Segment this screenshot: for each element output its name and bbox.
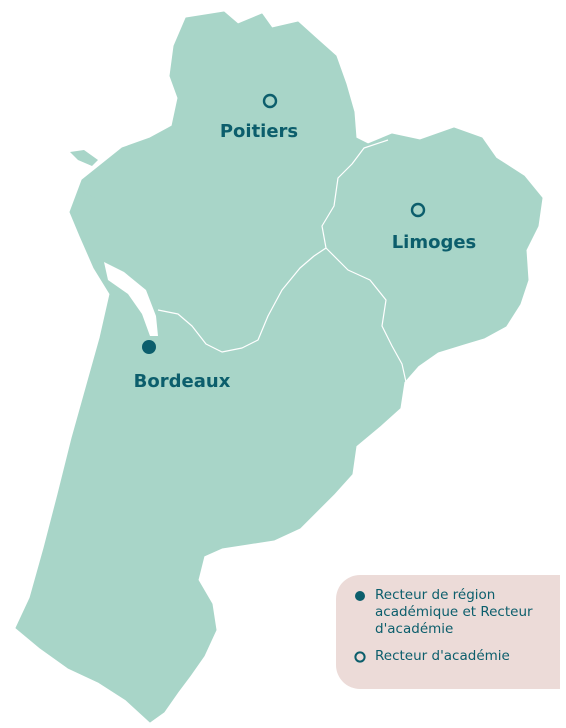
poitiers-marker-icon: [262, 93, 278, 109]
region-shape: [15, 11, 543, 723]
city-label-poitiers: Poitiers: [220, 121, 298, 142]
city-label-limoges: Limoges: [392, 232, 477, 253]
border-limoges-bordeaux: [325, 247, 407, 383]
legend-label-regional-rector: Recteur de région académique et Recteur …: [375, 587, 533, 637]
gironde-estuary: [104, 262, 158, 336]
border-poitiers-limoges: [321, 139, 389, 249]
border-poitiers-bordeaux: [157, 247, 327, 353]
legend-label-academy-rector: Recteur d'académie: [375, 648, 510, 664]
filled-circle-icon: [355, 591, 365, 601]
legend: Recteur de région académique et Recteur …: [336, 575, 560, 689]
island-re: [70, 150, 98, 166]
legend-item-regional-rector: Recteur de région académique et Recteur …: [354, 587, 552, 638]
bordeaux-marker-icon: [142, 340, 156, 354]
legend-item-academy-rector: Recteur d'académie: [354, 648, 552, 665]
hollow-circle-icon: [354, 651, 366, 663]
island-oleron: [82, 192, 104, 222]
city-label-bordeaux: Bordeaux: [134, 371, 231, 392]
limoges-marker-icon: [410, 202, 426, 218]
